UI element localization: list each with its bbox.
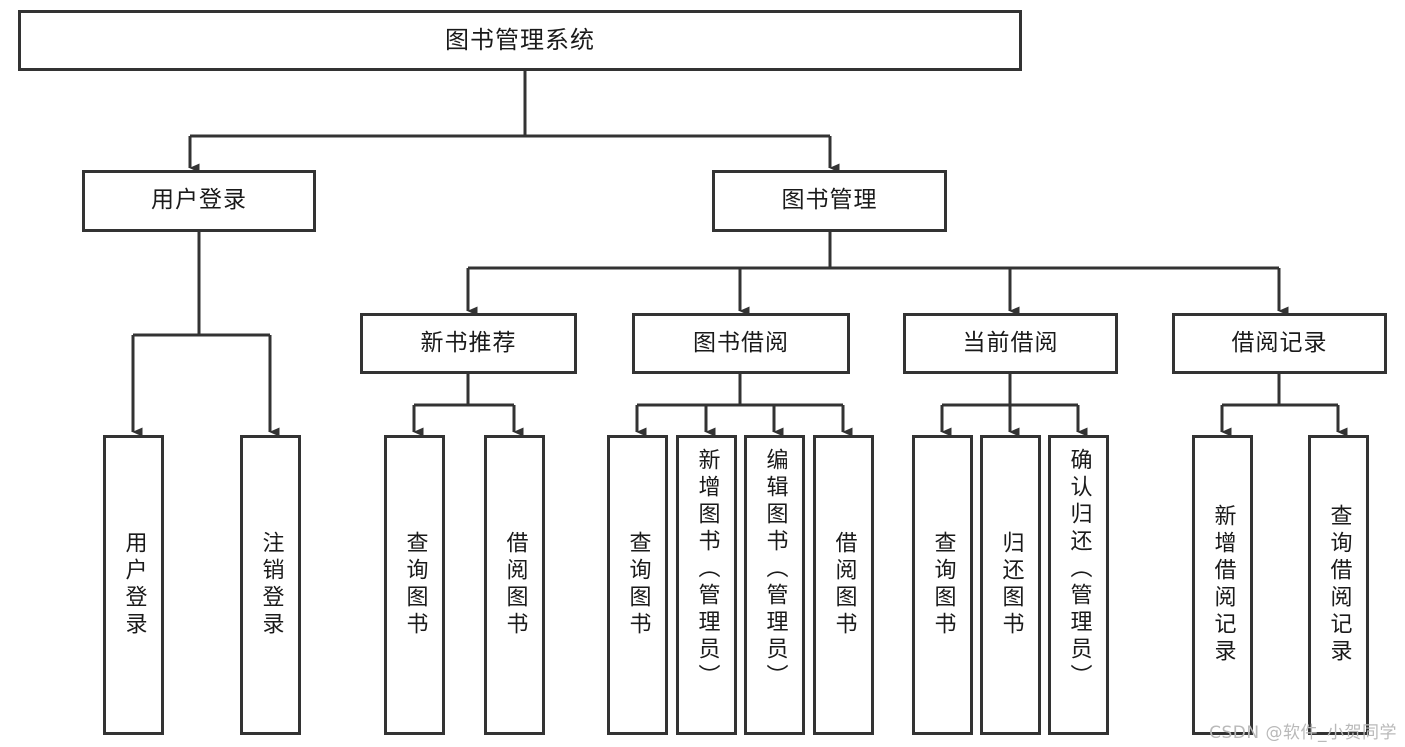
leaf-confirm-return-label: 确认归还（管理员） bbox=[1066, 448, 1092, 691]
node-current-borrow[interactable]: 当前借阅 bbox=[903, 313, 1118, 374]
node-book-manage-label: 图书管理 bbox=[781, 187, 878, 214]
leaf-logout[interactable]: 注销登录 bbox=[240, 435, 301, 735]
node-borrow-record[interactable]: 借阅记录 bbox=[1172, 313, 1387, 374]
watermark: CSDN @软件_小贺同学 bbox=[1209, 723, 1397, 743]
leaf-query-book-2[interactable]: 查询图书 bbox=[607, 435, 668, 735]
leaf-query-book-1[interactable]: 查询图书 bbox=[384, 435, 445, 735]
leaf-borrow-book-1-label: 借阅图书 bbox=[502, 531, 528, 639]
node-borrow-record-label: 借阅记录 bbox=[1231, 329, 1328, 356]
leaf-return-book-label: 归还图书 bbox=[998, 531, 1024, 639]
leaf-logout-label: 注销登录 bbox=[258, 531, 284, 639]
leaf-add-book[interactable]: 新增图书（管理员） bbox=[676, 435, 737, 735]
node-user-login[interactable]: 用户登录 bbox=[82, 170, 316, 232]
leaf-borrow-book-1[interactable]: 借阅图书 bbox=[484, 435, 545, 735]
leaf-user-login[interactable]: 用户登录 bbox=[103, 435, 164, 735]
leaf-query-book-1-label: 查询图书 bbox=[402, 531, 428, 639]
leaf-query-book-3[interactable]: 查询图书 bbox=[912, 435, 973, 735]
leaf-add-record[interactable]: 新增借阅记录 bbox=[1192, 435, 1253, 735]
node-book-manage[interactable]: 图书管理 bbox=[712, 170, 947, 232]
node-current-borrow-label: 当前借阅 bbox=[962, 329, 1059, 356]
leaf-borrow-book-2[interactable]: 借阅图书 bbox=[813, 435, 874, 735]
node-book-borrow[interactable]: 图书借阅 bbox=[632, 313, 850, 374]
leaf-confirm-return[interactable]: 确认归还（管理员） bbox=[1048, 435, 1109, 735]
leaf-query-book-2-label: 查询图书 bbox=[625, 531, 651, 639]
leaf-query-record[interactable]: 查询借阅记录 bbox=[1308, 435, 1369, 735]
node-root-label: 图书管理系统 bbox=[445, 26, 595, 55]
node-book-borrow-label: 图书借阅 bbox=[693, 329, 789, 356]
leaf-query-book-3-label: 查询图书 bbox=[930, 531, 956, 639]
leaf-add-record-label: 新增借阅记录 bbox=[1210, 504, 1236, 666]
leaf-borrow-book-2-label: 借阅图书 bbox=[831, 531, 857, 639]
leaf-user-login-label: 用户登录 bbox=[121, 531, 147, 639]
node-user-login-label: 用户登录 bbox=[151, 187, 247, 214]
leaf-add-book-label: 新增图书（管理员） bbox=[694, 448, 720, 691]
node-root[interactable]: 图书管理系统 bbox=[18, 10, 1022, 71]
leaf-query-record-label: 查询借阅记录 bbox=[1326, 504, 1352, 666]
leaf-edit-book[interactable]: 编辑图书（管理员） bbox=[744, 435, 805, 735]
node-new-book-recommend-label: 新书推荐 bbox=[420, 329, 517, 356]
leaf-return-book[interactable]: 归还图书 bbox=[980, 435, 1041, 735]
node-new-book-recommend[interactable]: 新书推荐 bbox=[360, 313, 577, 374]
leaf-edit-book-label: 编辑图书（管理员） bbox=[762, 448, 788, 691]
